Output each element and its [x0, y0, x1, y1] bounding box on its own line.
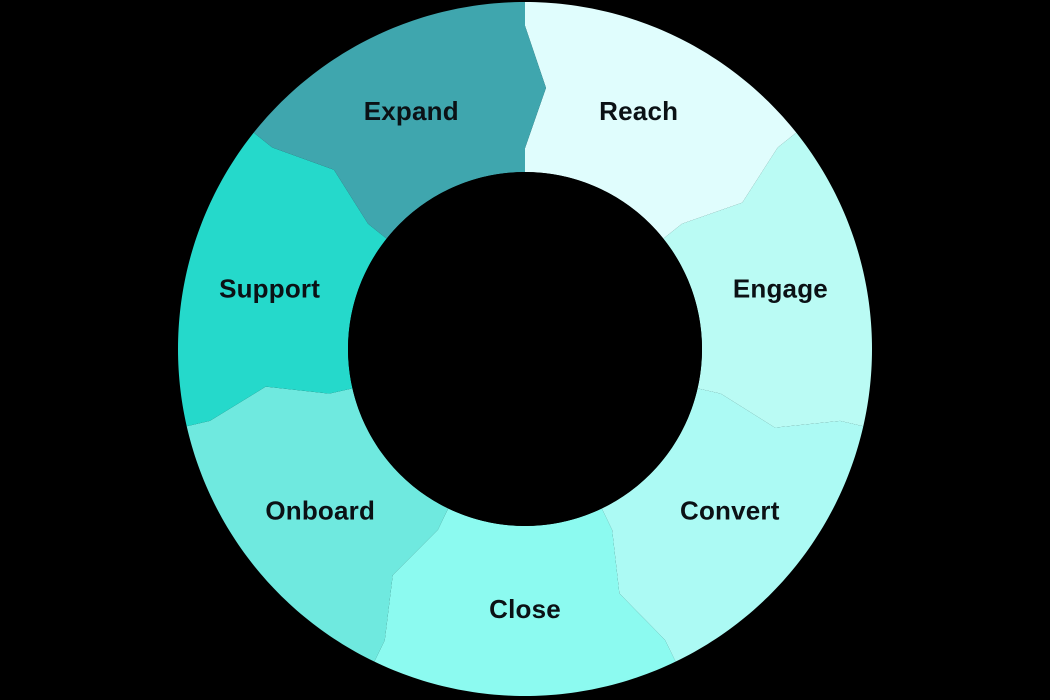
ring-segments-group: [178, 2, 872, 696]
ring-center-hub: [348, 172, 702, 526]
ring-segment-reach[interactable]: [525, 2, 797, 239]
ring-segment-close[interactable]: [374, 508, 676, 696]
ring-segment-engage[interactable]: [663, 132, 872, 428]
ring-segment-convert[interactable]: [601, 388, 864, 662]
ring-segment-expand[interactable]: [253, 2, 547, 239]
ring-segment-support[interactable]: [178, 132, 387, 427]
ring-segment-onboard[interactable]: [186, 386, 449, 662]
